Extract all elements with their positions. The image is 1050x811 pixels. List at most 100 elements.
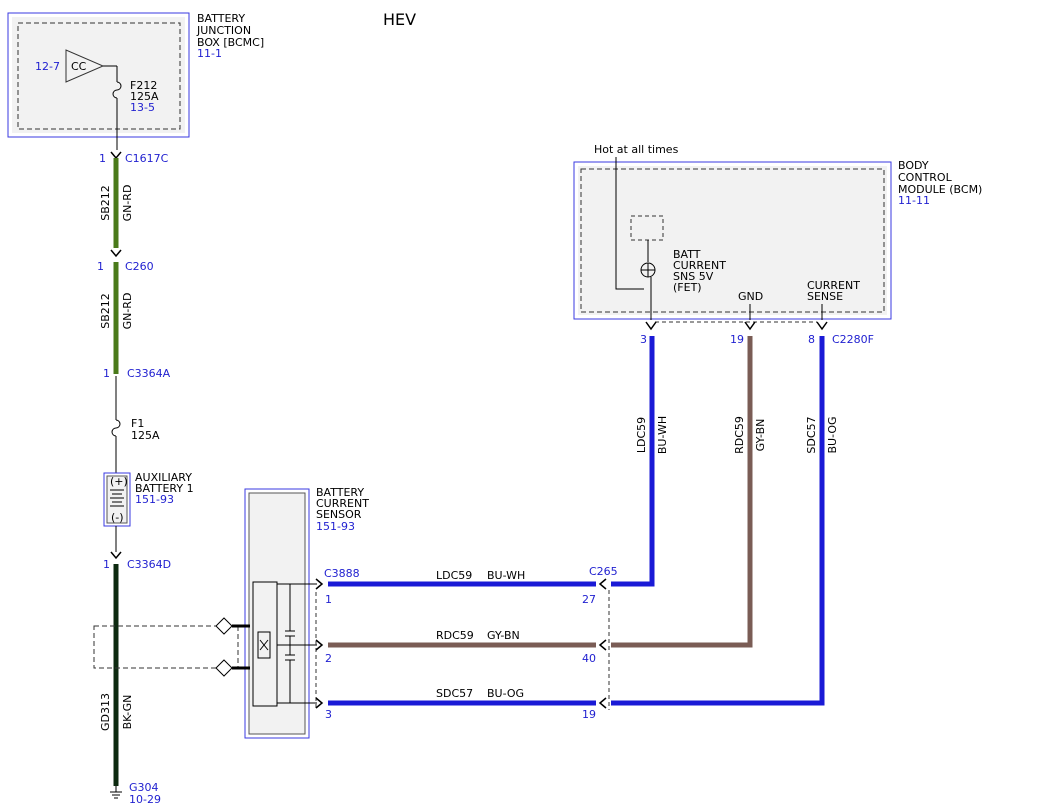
bjb-ref[interactable]: 11-1	[197, 47, 222, 60]
seg1-circuit: SB212	[99, 185, 112, 221]
bjb-name-2: JUNCTION	[196, 24, 251, 37]
fuse-f1-rating: 125A	[131, 429, 160, 442]
battery-junction-box: CC 12-7 F212 125A 13-5 BATTERY JUNCTION …	[7, 12, 264, 150]
bcs-name-1: BATTERY	[316, 486, 364, 499]
batt-label-4: (FET)	[673, 281, 702, 294]
gd313-circuit: GD313	[99, 693, 112, 731]
g304-name[interactable]: G304	[129, 781, 159, 794]
c265-name[interactable]: C265	[589, 565, 618, 578]
cc-label: CC	[71, 60, 87, 73]
fuse-f1-name: F1	[131, 417, 144, 430]
wire-rdc59-vertical	[611, 336, 753, 648]
c265-pin27-icon	[598, 578, 607, 590]
ldc59-color-v: BU-WH	[656, 416, 669, 454]
c2280f-pin-19: 19	[730, 333, 744, 346]
rdc59-circuit-v: RDC59	[733, 416, 746, 454]
sdc57-color-h: BU-OG	[487, 687, 524, 700]
battery-current-sensor: BATTERY CURRENT SENSOR 151-93	[244, 486, 369, 739]
battery-plus: (+)	[110, 475, 128, 488]
cc-ref[interactable]: 12-7	[35, 60, 60, 73]
g304-ref[interactable]: 10-29	[129, 793, 161, 806]
fuse-f212-icon	[112, 81, 122, 99]
shield-connection	[93, 617, 250, 677]
current-sense-label-2: SENSE	[807, 290, 843, 303]
c2280f-pin8-icon	[816, 321, 828, 331]
c265-pin19-icon	[598, 697, 607, 709]
c3888-pin-3: 3	[325, 708, 332, 721]
bjb-name-1: BATTERY	[197, 12, 245, 25]
rdc59-circuit-h: RDC59	[436, 629, 474, 642]
c2280f-name[interactable]: C2280F	[832, 333, 874, 346]
rdc59-color-h: GY-BN	[487, 629, 520, 642]
c3364a-pin: 1	[103, 367, 110, 380]
c3364d-pin: 1	[103, 558, 110, 571]
batt-label-2: CURRENT	[673, 259, 726, 272]
rdc59-color-v: GY-BN	[754, 419, 767, 452]
left-circuit: 1 C1617C SB212 GN-RD 1 C260 SB212 GN-RD …	[97, 151, 194, 806]
c3364d-name[interactable]: C3364D	[127, 558, 171, 571]
aux-battery-name-2: BATTERY 1	[135, 482, 194, 495]
splice-diamond-icon	[215, 659, 233, 677]
c2280f-pin-8: 8	[808, 333, 815, 346]
c2280f-pin-3: 3	[640, 333, 647, 346]
c265-pin-27: 27	[582, 593, 596, 606]
bcs-ref[interactable]: 151-93	[316, 520, 355, 533]
c260-name[interactable]: C260	[125, 260, 154, 273]
bcs-name-2: CURRENT	[316, 497, 369, 510]
fuse-f212-ref[interactable]: 13-5	[130, 101, 155, 114]
auxiliary-battery: (+) (-) AUXILIARY BATTERY 1 151-93	[103, 471, 194, 527]
connector-c260-icon	[110, 249, 122, 258]
c3364a-name[interactable]: C3364A	[127, 367, 171, 380]
c3888-pin-2: 2	[325, 652, 332, 665]
c3888-pin2-icon	[315, 639, 324, 651]
fuse-f212-name: F212	[130, 79, 157, 92]
c265-pin-19: 19	[582, 708, 596, 721]
diagram-title: HEV	[383, 10, 416, 29]
c3888-pin1-icon	[315, 578, 324, 590]
c260-pin: 1	[97, 260, 104, 273]
bcm-name-1: BODY	[898, 159, 929, 172]
sensor-element-icon	[257, 631, 271, 659]
fet-dashed-box	[630, 215, 664, 241]
cc-triangle-icon	[65, 49, 105, 83]
seg2-color: GN-RD	[121, 293, 134, 330]
c2280f-pin19-icon	[744, 321, 756, 331]
c265-pin-40: 40	[582, 652, 596, 665]
seg1-color: GN-RD	[121, 185, 134, 222]
fuse-f212-rating: 125A	[130, 90, 159, 103]
body-control-module: BODY CONTROL MODULE (BCM) 11-11 Hot at a…	[573, 143, 982, 320]
sdc57-circuit-v: SDC57	[805, 416, 818, 453]
c3888-pin-1: 1	[325, 593, 332, 606]
connector-c1617c-icon	[110, 151, 122, 160]
ldc59-circuit-v: LDC59	[635, 417, 648, 453]
aux-battery-ref[interactable]: 151-93	[135, 493, 174, 506]
current-sense-label-1: CURRENT	[807, 279, 860, 292]
ldc59-color-h: BU-WH	[487, 569, 525, 582]
splice-diamond-icon	[215, 617, 233, 635]
wire-ldc59-vertical	[611, 336, 655, 587]
aux-battery-name-1: AUXILIARY	[135, 471, 192, 484]
c265-pin40-icon	[598, 639, 607, 651]
gnd-label: GND	[738, 290, 763, 303]
battery-minus: (-)	[111, 511, 124, 524]
c1617c-pin: 1	[99, 152, 106, 165]
connector-c3364d-icon	[110, 551, 122, 560]
sdc57-circuit-h: SDC57	[436, 687, 473, 700]
batt-label-1: BATT	[673, 248, 701, 261]
batt-label-3: SNS 5V	[673, 270, 714, 283]
bcm-ref[interactable]: 11-11	[898, 194, 930, 207]
c3888-name[interactable]: C3888	[324, 567, 360, 580]
c3888-pin3-icon	[315, 697, 324, 709]
bcm-name-3: MODULE (BCM)	[898, 183, 982, 196]
wire-sdc57-vertical	[611, 336, 825, 706]
seg2-circuit: SB212	[99, 293, 112, 329]
bcs-name-3: SENSOR	[316, 508, 362, 521]
hot-at-all-times-label: Hot at all times	[594, 143, 679, 156]
c2280f-pin3-icon	[645, 321, 657, 331]
fuse-f1-icon	[111, 419, 121, 437]
ldc59-circuit-h: LDC59	[436, 569, 472, 582]
c1617c-name[interactable]: C1617C	[125, 152, 169, 165]
bjb-name-3: BOX [BCMC]	[197, 36, 264, 49]
ground-icon	[110, 791, 122, 799]
